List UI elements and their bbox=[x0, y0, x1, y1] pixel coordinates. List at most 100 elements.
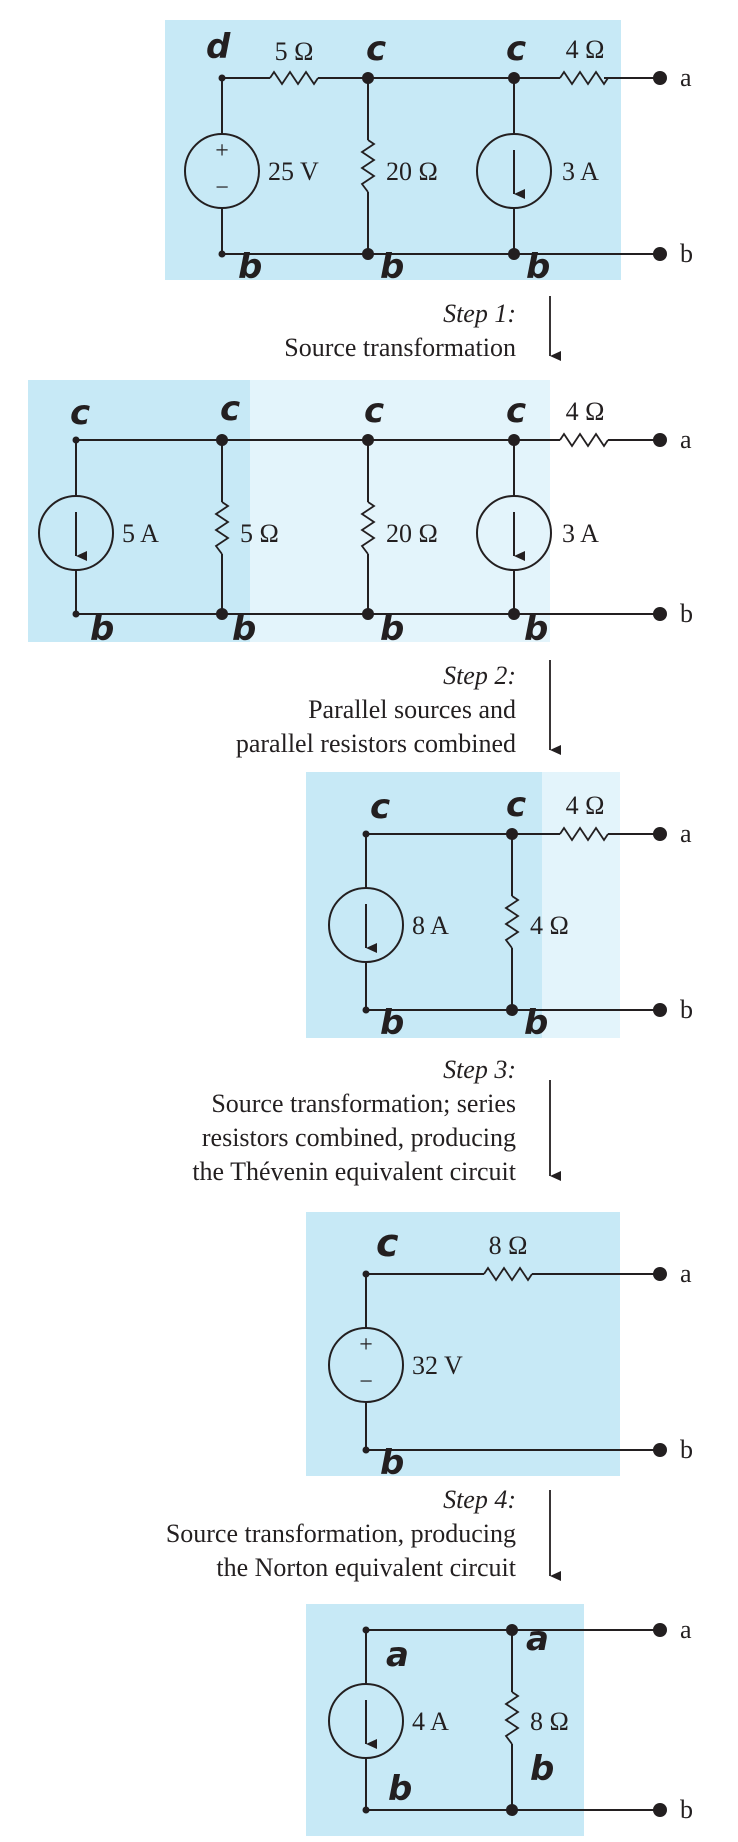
stage4-terminal-b bbox=[653, 1443, 667, 1457]
stage4-plus-sign: + bbox=[359, 1332, 373, 1358]
step2-line-2: parallel resistors combined bbox=[236, 729, 516, 758]
stage4-resistor-8ohm bbox=[483, 1266, 533, 1282]
stage3-terminal-a bbox=[653, 827, 667, 841]
stage4-terminal-b-label: b bbox=[680, 1435, 693, 1464]
stage2-hand-c2: c bbox=[220, 389, 240, 429]
stage4-terminal-a-label: a bbox=[680, 1259, 692, 1288]
stage1-minus-sign: − bbox=[215, 175, 229, 201]
step4-line-2: the Norton equivalent circuit bbox=[216, 1553, 516, 1582]
stage2-label-source-5a: 5 A bbox=[122, 519, 159, 548]
stage1-voltage-source bbox=[184, 133, 260, 209]
stage1-resistor-4ohm bbox=[559, 70, 609, 86]
step3-annotation: Step 3: Source transformation; series re… bbox=[192, 1055, 561, 1186]
stage2-hand-c4: c bbox=[506, 391, 526, 431]
stage1-node-b-right bbox=[508, 248, 520, 260]
stage3-hand-b1: b bbox=[380, 1003, 404, 1043]
stage1-resistor-20ohm bbox=[360, 139, 376, 193]
stage5-resistor-8ohm bbox=[504, 1691, 520, 1745]
stage3-terminal-b bbox=[653, 1003, 667, 1017]
step1-title: Step 1: bbox=[443, 299, 516, 328]
stage4-minus-sign: − bbox=[359, 1369, 373, 1395]
stage1-hand-b3: b bbox=[526, 247, 550, 287]
stage2-label-source-3a: 3 A bbox=[562, 519, 599, 548]
stage3-hand-c2: c bbox=[506, 785, 526, 825]
stage1-label-source-i: 3 A bbox=[562, 157, 599, 186]
stage2-hand-b1: b bbox=[90, 609, 114, 649]
stage5-hand-b1: b bbox=[388, 1769, 412, 1809]
step2-line-1: Parallel sources and bbox=[308, 695, 516, 724]
stage2-hand-c3: c bbox=[364, 391, 384, 431]
stage5-circuit: 4 A 8 Ω a b a a b b bbox=[306, 1604, 693, 1836]
step4-title: Step 4: bbox=[443, 1485, 516, 1514]
stage5-terminal-b bbox=[653, 1803, 667, 1817]
stage3-label-r-out: 4 Ω bbox=[566, 791, 605, 820]
step1-annotation: Step 1: Source transformation bbox=[284, 296, 561, 362]
stage1-label-source-v: 25 V bbox=[268, 157, 319, 186]
stage5-hand-a2: a bbox=[526, 1619, 549, 1659]
stage1-terminal-b-label: b bbox=[680, 239, 693, 268]
stage1-label-r-shunt: 20 Ω bbox=[386, 157, 438, 186]
stage1-label-r-series: 5 Ω bbox=[275, 37, 314, 66]
stage3-terminal-a-label: a bbox=[680, 819, 692, 848]
stage5-hand-a1: a bbox=[386, 1635, 409, 1675]
stage2-circuit: 5 A 5 Ω 20 Ω 3 A 4 Ω a b c c c c b b b b bbox=[28, 380, 693, 649]
stage5-label-r-shunt: 8 Ω bbox=[530, 1707, 569, 1736]
stage1-node-c2 bbox=[508, 72, 520, 84]
stage1-node-b-mid bbox=[362, 248, 374, 260]
stage1-hand-c1: c bbox=[366, 29, 386, 69]
stage1-node-b-left bbox=[218, 250, 226, 258]
stage2-terminal-a-label: a bbox=[680, 425, 692, 454]
step2-title: Step 2: bbox=[443, 661, 516, 690]
stage5-terminal-b-label: b bbox=[680, 1795, 693, 1824]
stage2-hand-b4: b bbox=[524, 609, 548, 649]
stage1-hand-b1: b bbox=[238, 247, 262, 287]
step3-title: Step 3: bbox=[443, 1055, 516, 1084]
stage2-terminal-b bbox=[653, 607, 667, 621]
stage3-resistor-4ohm-out bbox=[559, 826, 609, 842]
stage1-resistor-5ohm bbox=[269, 70, 319, 86]
step2-annotation: Step 2: Parallel sources and parallel re… bbox=[236, 660, 561, 758]
stage3-resistor-4ohm-shunt bbox=[504, 895, 520, 949]
stage1-terminal-b bbox=[653, 247, 667, 261]
step1-line-1: Source transformation bbox=[284, 333, 516, 362]
stage4-label-source-v: 32 V bbox=[412, 1351, 463, 1380]
stage5-label-source: 4 A bbox=[412, 1707, 449, 1736]
step4-annotation: Step 4: Source transformation, producing… bbox=[166, 1485, 561, 1582]
stage4-hand-c: c bbox=[376, 1221, 399, 1265]
stage2-resistor-20ohm bbox=[360, 501, 376, 555]
stage1-hand-c2: c bbox=[506, 29, 526, 69]
stage5-hand-b2: b bbox=[530, 1749, 554, 1789]
stage3-terminal-b-label: b bbox=[680, 995, 693, 1024]
stage4-terminal-a bbox=[653, 1267, 667, 1281]
stage2-hand-b2: b bbox=[232, 609, 256, 649]
stage2-hand-c1: c bbox=[70, 393, 90, 433]
stage1-terminal-a-label: a bbox=[680, 63, 692, 92]
stage3-label-r-shunt: 4 Ω bbox=[530, 911, 569, 940]
stage1-node-c1 bbox=[362, 72, 374, 84]
stage4-label-r-series: 8 Ω bbox=[489, 1231, 528, 1260]
stage3-hand-b2: b bbox=[524, 1003, 548, 1043]
stage1-node-d bbox=[218, 74, 226, 82]
stage1-label-r-out: 4 Ω bbox=[566, 35, 605, 64]
stage2-label-r2: 20 Ω bbox=[386, 519, 438, 548]
stage3-circuit: 8 A 4 Ω 4 Ω a b c c b b bbox=[306, 772, 693, 1043]
stage2-resistor-5ohm bbox=[214, 501, 230, 555]
stage5-terminal-a bbox=[653, 1623, 667, 1637]
stage2-label-r1: 5 Ω bbox=[240, 519, 279, 548]
stage1-circuit: + − 5 Ω 25 V 20 Ω 3 A 4 Ω a b d c c b b … bbox=[165, 20, 693, 287]
stage2-terminal-b-label: b bbox=[680, 599, 693, 628]
step3-line-1: Source transformation; series bbox=[211, 1089, 516, 1118]
stage3-label-source: 8 A bbox=[412, 911, 449, 940]
stage1-terminal-a bbox=[653, 71, 667, 85]
step3-line-3: the Thévenin equivalent circuit bbox=[192, 1157, 516, 1186]
stage2-resistor-4ohm bbox=[559, 432, 609, 448]
stage2-label-r-out: 4 Ω bbox=[566, 397, 605, 426]
stage5-terminal-a-label: a bbox=[680, 1615, 692, 1644]
step4-line-1: Source transformation, producing bbox=[166, 1519, 516, 1548]
stage2-hand-b3: b bbox=[380, 609, 404, 649]
stage3-hand-c1: c bbox=[370, 787, 390, 827]
stage4-circuit: + − 8 Ω 32 V a b c b bbox=[306, 1212, 693, 1483]
stage2-terminal-a bbox=[653, 433, 667, 447]
stage1-hand-d: d bbox=[206, 27, 231, 67]
stage1-hand-b2: b bbox=[380, 247, 404, 287]
